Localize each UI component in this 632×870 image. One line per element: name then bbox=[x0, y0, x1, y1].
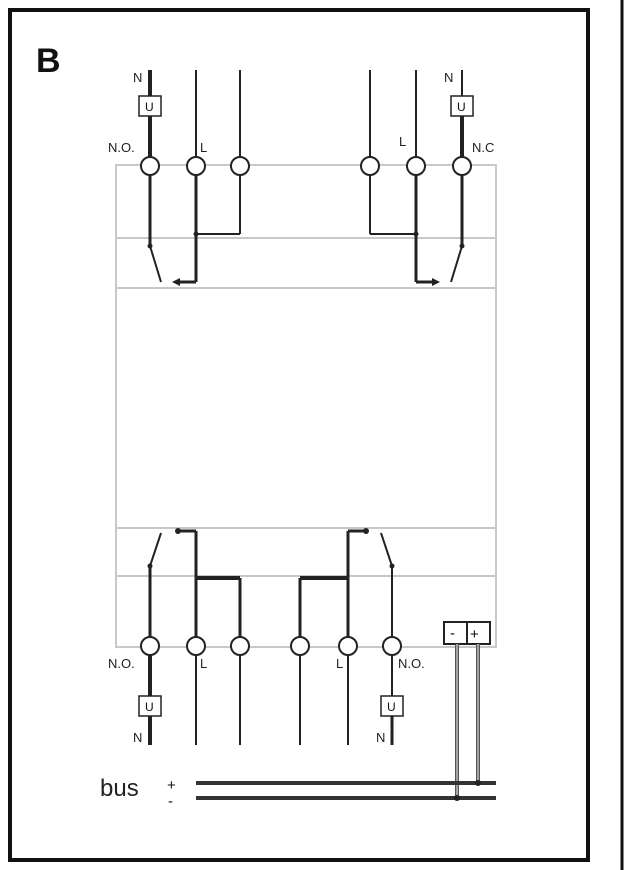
tl-u-label: U bbox=[145, 100, 154, 114]
bl-no-label: N.O. bbox=[108, 656, 135, 671]
tr-l-label: L bbox=[399, 134, 406, 149]
tl-no-label: N.O. bbox=[108, 140, 135, 155]
br-l-label: L bbox=[336, 656, 343, 671]
br-n-label: N bbox=[376, 730, 385, 745]
br-no-label: N.O. bbox=[398, 656, 425, 671]
bus-minus-sign: - bbox=[168, 793, 173, 810]
bl-n-label: N bbox=[133, 730, 142, 745]
bottom-right-relay bbox=[298, 529, 404, 745]
tl-n-label: N bbox=[133, 70, 142, 85]
bus-terminal bbox=[443, 621, 491, 798]
bus-lines bbox=[196, 781, 496, 800]
panel-letter: B bbox=[36, 42, 61, 80]
tl-l-label: L bbox=[200, 140, 207, 155]
bus-terminal-minus: - bbox=[450, 625, 455, 642]
bl-l-label: L bbox=[200, 656, 207, 671]
bottom-left-relay bbox=[138, 529, 242, 745]
top-left-relay bbox=[138, 70, 241, 284]
bus-plus-sign: + bbox=[167, 777, 176, 794]
bus-terminal-plus: + bbox=[470, 626, 479, 643]
top-right-relay bbox=[369, 70, 474, 284]
br-u-label: U bbox=[387, 700, 396, 714]
tr-n-label: N bbox=[444, 70, 453, 85]
bl-u-label: U bbox=[145, 700, 154, 714]
bus-label: bus bbox=[100, 775, 139, 802]
tr-nc-label: N.C bbox=[472, 140, 494, 155]
tr-u-label: U bbox=[457, 100, 466, 114]
